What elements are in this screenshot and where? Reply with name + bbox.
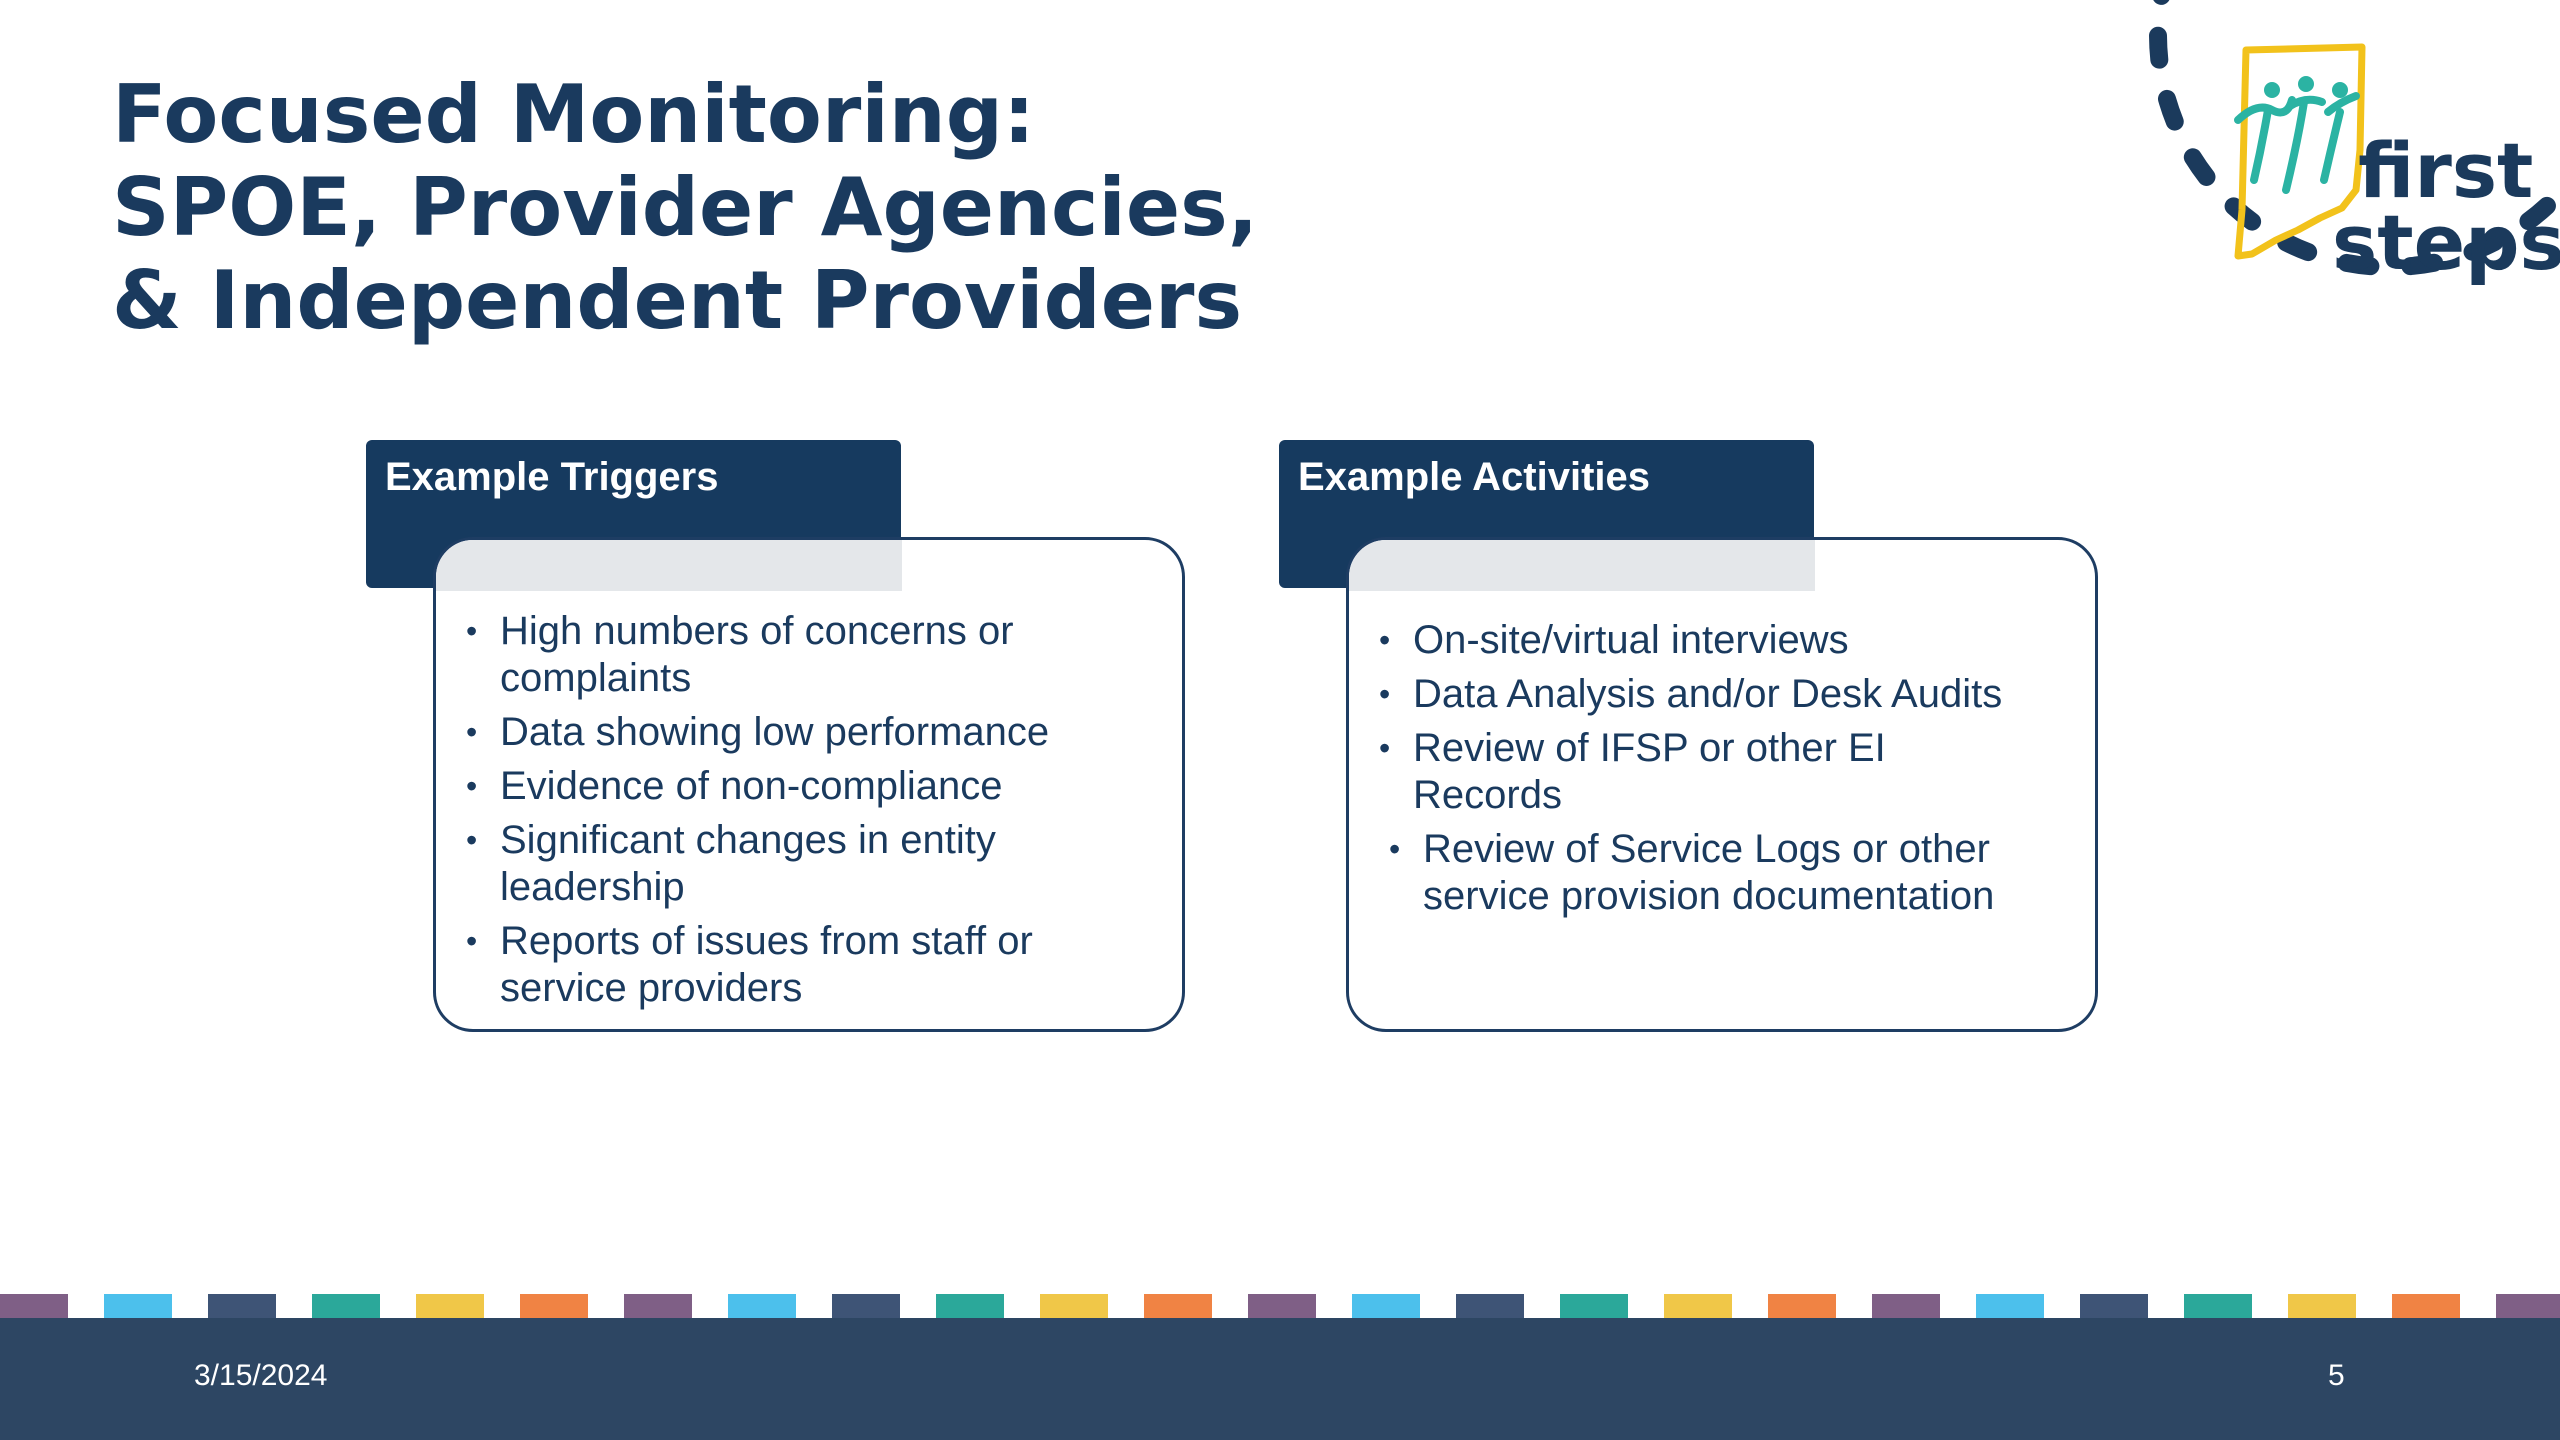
strip-segment [1976,1294,2044,1318]
strip-segment [1664,1294,1732,1318]
slide-title: Focused Monitoring: SPOE, Provider Agenc… [112,68,1258,347]
strip-segment [520,1294,588,1318]
strip-segment [1144,1294,1212,1318]
footer-date: 3/15/2024 [194,1359,328,1392]
card-body: On-site/virtual interviews Data Analysis… [1346,537,2098,1032]
title-line-2: SPOE, Provider Agencies, [112,161,1259,254]
strip-segment [2080,1294,2148,1318]
card-header-label: Example Triggers [385,455,719,499]
strip-segment [104,1294,172,1318]
title-line-1: Focused Monitoring: [112,68,1035,161]
activities-list: On-site/virtual interviews Data Analysis… [1379,617,2063,927]
strip-segment [1040,1294,1108,1318]
list-item: Evidence of non-compliance [466,763,1080,810]
list-item: Review of Service Logs or other service … [1389,826,2063,920]
strip-segment [832,1294,900,1318]
strip-segment [0,1294,68,1318]
strip-segment [1248,1294,1316,1318]
color-dash-strip [0,1294,2560,1318]
card-example-triggers: Example Triggers High numbers of concern… [366,440,1186,1032]
card-example-activities: Example Activities On-site/virtual inter… [1279,440,2099,1032]
list-item: Data Analysis and/or Desk Audits [1379,671,2063,718]
list-item: Significant changes in entity leadership [466,817,1060,911]
strip-segment [1352,1294,1420,1318]
strip-segment [1872,1294,1940,1318]
strip-segment [208,1294,276,1318]
logo-word-steps: steps [2332,198,2560,287]
card-body: High numbers of concerns or complaints D… [433,537,1185,1032]
strip-segment [728,1294,796,1318]
strip-segment [936,1294,1004,1318]
slide-number: 5 [2328,1359,2345,1392]
logo-wordmark: first steps [2332,126,2560,287]
strip-segment [624,1294,692,1318]
list-item: On-site/virtual interviews [1379,617,2063,664]
first-steps-logo: first steps [2232,40,2560,330]
strip-segment [312,1294,380,1318]
figures-icon [2234,76,2360,194]
indiana-state-icon [2234,43,2366,260]
triggers-list: High numbers of concerns or complaints D… [466,608,1080,1019]
logo-word-first: first [2358,126,2534,215]
card-header-label: Example Activities [1298,455,1651,499]
dashed-circle-decoration [2149,0,2560,276]
title-line-3: & Independent Providers [112,254,1243,347]
strip-segment [2392,1294,2460,1318]
list-item: Reports of issues from staff or service … [466,918,1080,1012]
list-item: Data showing low performance [466,709,1080,756]
card-header-shadow [1349,540,1815,591]
list-item: Review of IFSP or other EI Records [1379,725,1953,819]
strip-segment [2184,1294,2252,1318]
strip-segment [1768,1294,1836,1318]
list-item: High numbers of concerns or complaints [466,608,1050,702]
strip-segment [1456,1294,1524,1318]
card-header-shadow [436,540,902,591]
footer-bar: 3/15/2024 5 [0,1318,2560,1440]
strip-segment [1560,1294,1628,1318]
strip-segment [2496,1294,2560,1318]
strip-segment [2288,1294,2356,1318]
strip-segment [416,1294,484,1318]
